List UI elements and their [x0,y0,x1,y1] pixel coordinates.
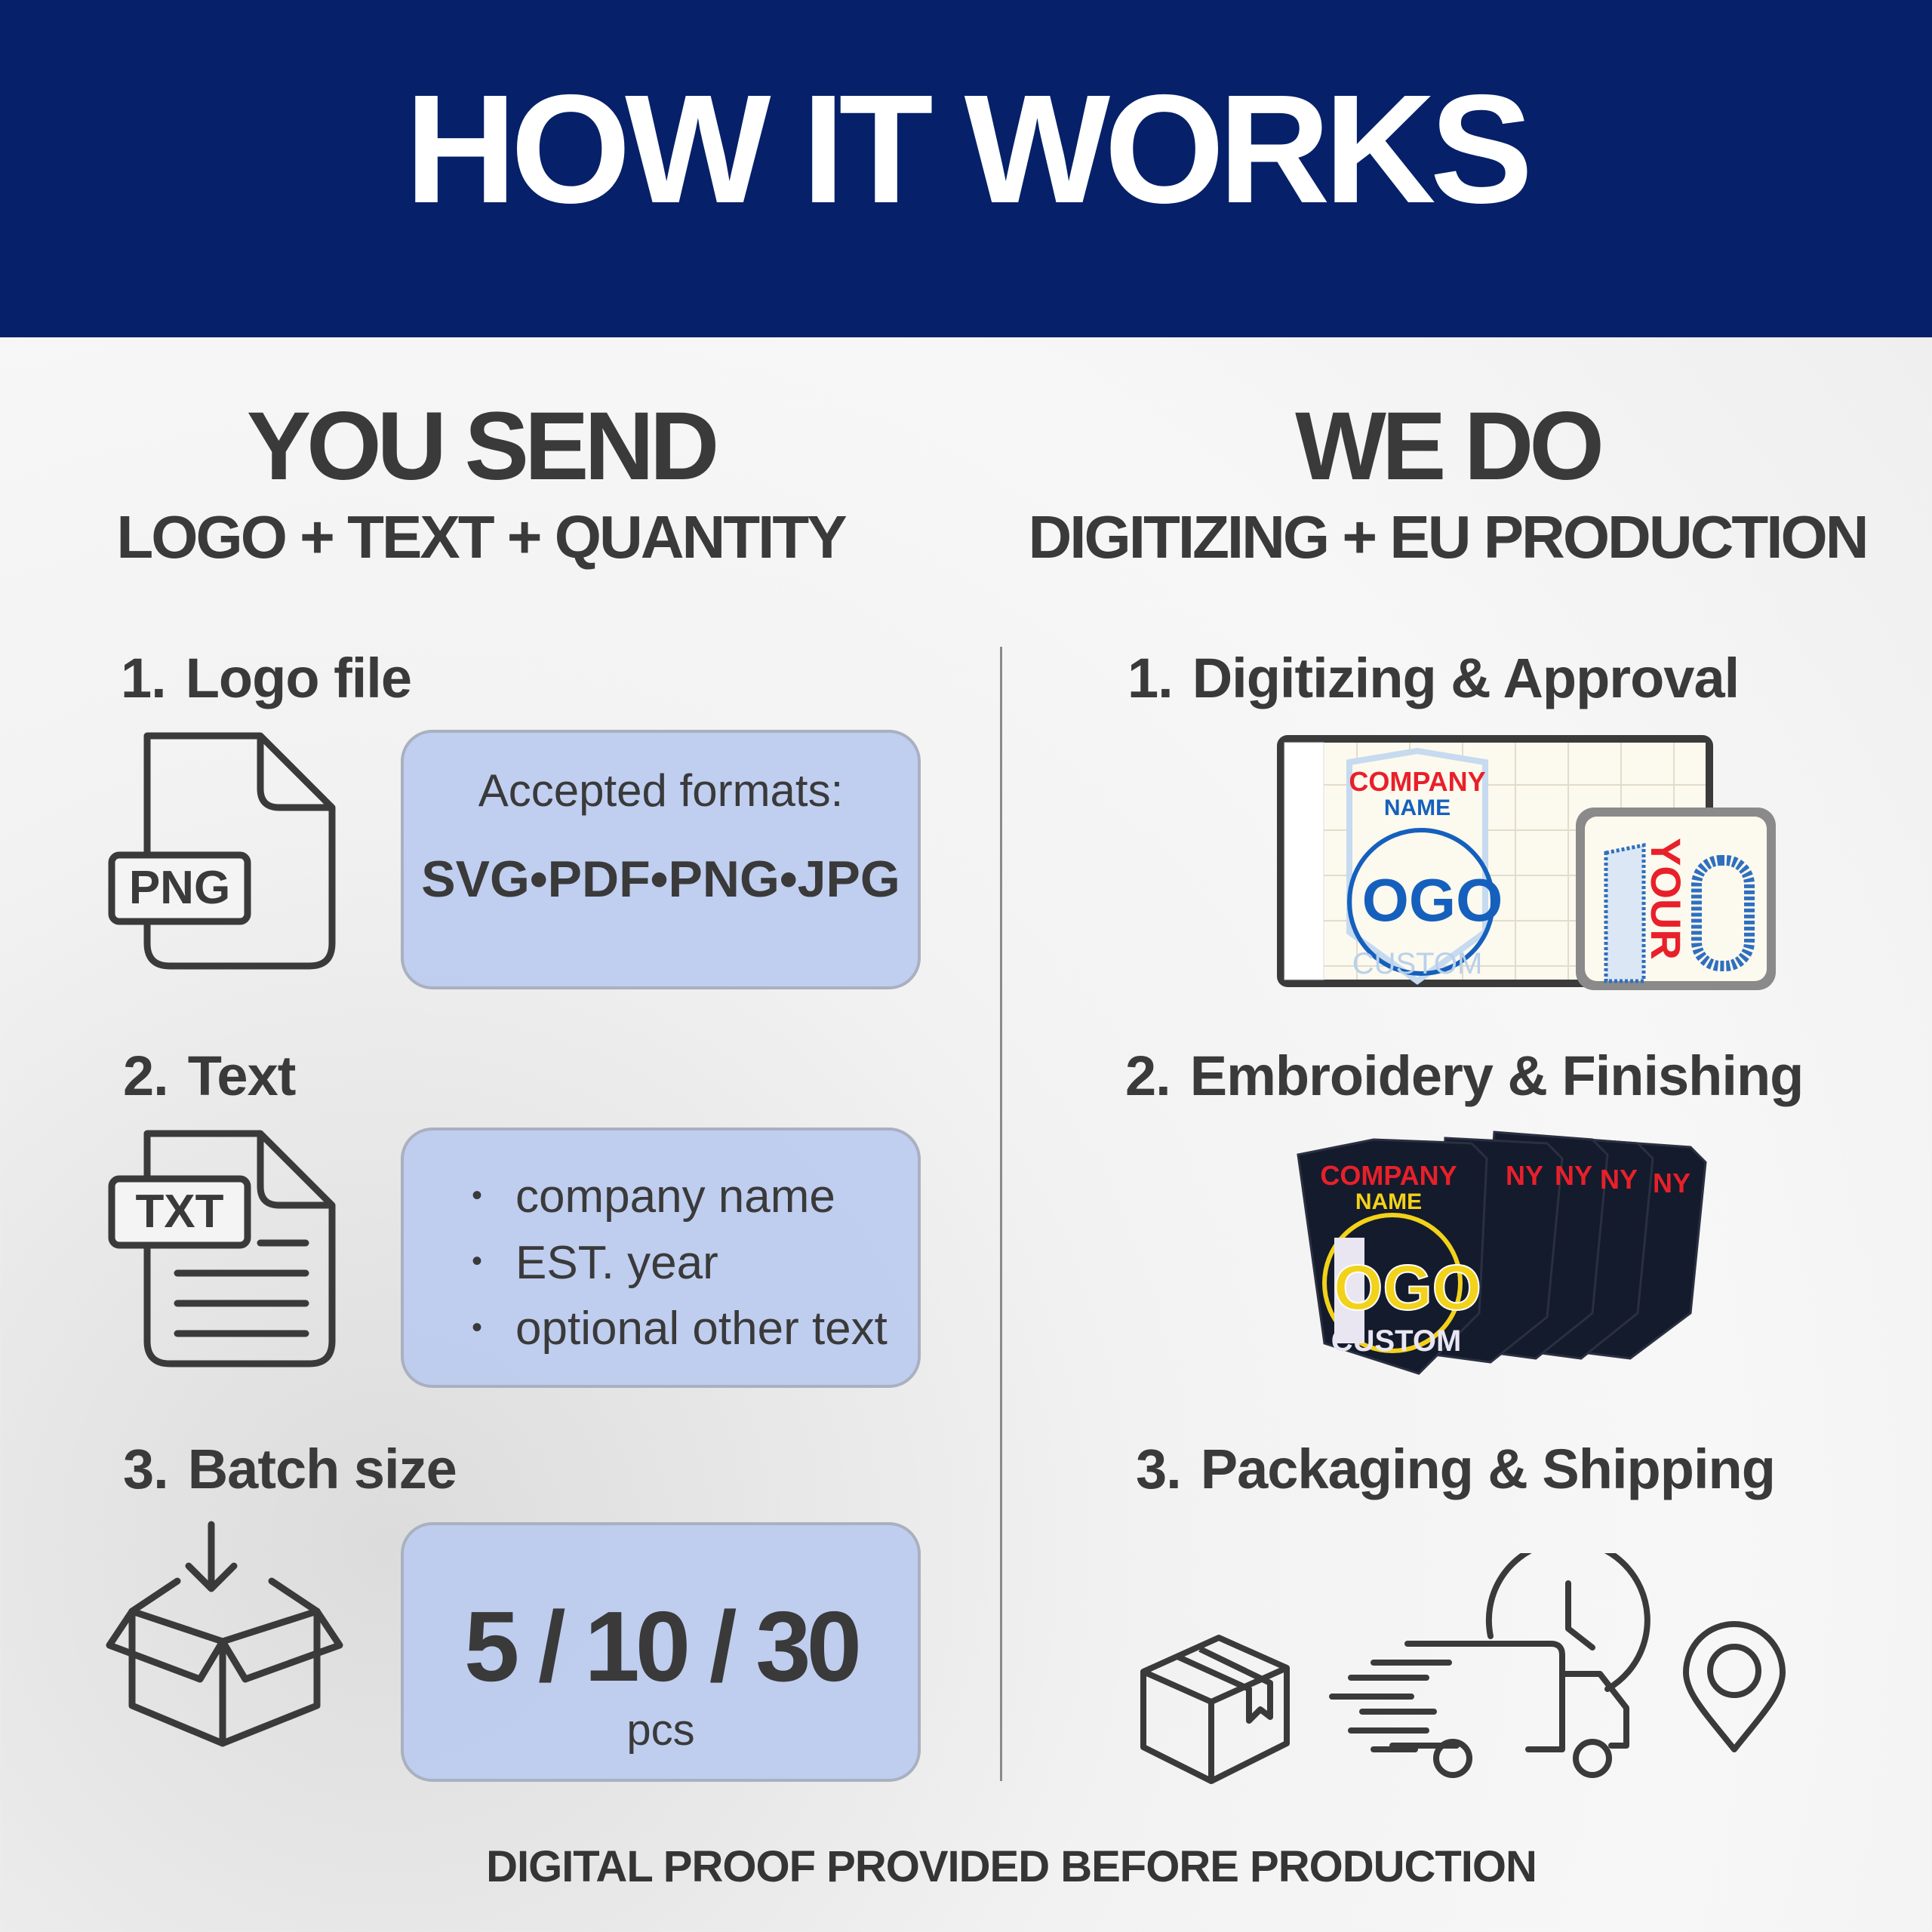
step-label: Text [187,1044,297,1107]
svg-text:NY: NY [1600,1164,1638,1195]
formats-heading: Accepted formats: [478,765,844,816]
list-item: • company name [472,1165,888,1232]
png-file-icon: PNG [108,732,336,970]
fast-delivery-truck-icon [1329,1553,1651,1778]
artwork-logo: OGO [1362,866,1503,934]
step-digitizing: 1.Digitizing & Approval [1128,651,1740,706]
embroidered-patches-image: NY NY NY NY COMPANY NAME OGO CUSTOM [1297,1131,1707,1375]
digitizing-preview-image: COMPANY NAME OGO CUSTOM YOUR [1277,735,1776,990]
batch-quantities: 5 / 10 / 30 [463,1591,862,1702]
svg-text:NY: NY [1653,1168,1690,1198]
step-label: Batch size [187,1438,457,1500]
artwork-name: NAME [1384,795,1451,820]
artwork-your: YOUR [1642,838,1690,960]
list-item: • EST. year [472,1232,888,1298]
step-number: 1. [1128,647,1174,709]
we-do-subtitle: DIGITIZING + EU PRODUCTION [1028,503,1869,571]
text-requirements-list: • company name • EST. year • optional other… [472,1165,888,1364]
box-download-icon [106,1521,343,1747]
step-label: Embroidery & Finishing [1189,1044,1804,1107]
package-icon [1140,1635,1290,1784]
patch-name: NAME [1355,1189,1422,1214]
we-do-heading: WE DO [1295,392,1604,500]
patch-custom: CUSTOM [1331,1324,1462,1358]
step-label: Digitizing & Approval [1192,647,1740,709]
item-text: optional other text [515,1303,888,1355]
patch-logo: OGO [1334,1252,1481,1323]
png-label: PNG [129,862,230,914]
item-text: company name [515,1171,835,1223]
patch-company: COMPANY [1320,1160,1457,1191]
you-send-heading: YOU SEND [246,392,720,500]
list-item: • optional other text [472,1297,888,1364]
item-text: EST. year [515,1236,718,1289]
svg-text:NY: NY [1555,1160,1592,1191]
header-banner: HOW IT WORKS [0,0,1932,337]
step-text: 2.Text [123,1048,296,1104]
batch-unit: pcs [626,1706,695,1755]
step-number: 2. [1125,1044,1171,1107]
step-number: 3. [123,1438,169,1500]
txt-label: TXT [135,1186,223,1238]
accepted-formats-card: Accepted formats: SVG•PDF•PNG•JPG [401,730,921,989]
step-number: 1. [121,647,167,709]
text-requirements-card: • company name • EST. year • optional other… [401,1128,921,1388]
column-divider [1000,647,1002,1781]
step-label: Logo file [185,647,412,709]
bullet: • [472,1310,483,1344]
step-embroidery: 2.Embroidery & Finishing [1125,1048,1804,1104]
txt-file-icon: TXT [108,1130,336,1367]
bullet: • [472,1178,483,1212]
step-logo-file: 1.Logo file [121,651,412,706]
you-send-subtitle: LOGO + TEXT + QUANTITY [116,503,847,571]
artwork-custom: CUSTOM [1352,947,1483,980]
step-label: Packaging & Shipping [1200,1438,1776,1500]
step-batch-size: 3. Batch size [123,1441,457,1497]
bullet: • [472,1244,483,1278]
batch-size-card: 5 / 10 / 30 pcs [401,1522,921,1782]
footer-note: DIGITAL PROOF PROVIDED BEFORE PRODUCTION [486,1842,1537,1891]
step-number: 2. [123,1044,169,1107]
svg-text:NY: NY [1506,1160,1543,1191]
step-number: 3. [1136,1438,1182,1500]
artwork-company: COMPANY [1349,766,1485,797]
page-title: HOW IT WORKS [405,63,1534,235]
step-packaging: 3. Packaging & Shipping [1136,1438,1776,1500]
formats-list: SVG•PDF•PNG•JPG [421,851,900,908]
location-pin-icon [1683,1621,1786,1752]
